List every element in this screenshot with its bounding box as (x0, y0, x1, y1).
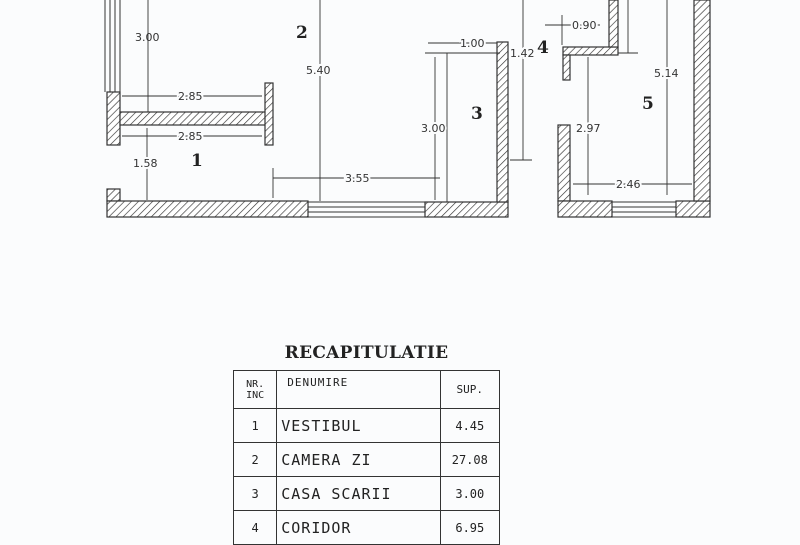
table-row: 1 VESTIBUL 4.45 (232, 408, 501, 443)
dimension-labels: 3.00 2.85 2.85 1.58 5.40 3.55 1.00 3.00 … (131, 17, 681, 193)
svg-text:1.00: 1.00 (460, 37, 485, 50)
room-labels: 1 2 3 4 5 (191, 23, 654, 171)
svg-text:3.00: 3.00 (135, 31, 160, 44)
svg-text:5.40: 5.40 (306, 64, 331, 77)
room-3-label: 3 (471, 104, 483, 124)
dimension-lines (122, 0, 692, 202)
svg-text:5.14: 5.14 (654, 67, 679, 80)
room-5-label: 5 (642, 94, 654, 114)
svg-text:2.85: 2.85 (178, 90, 203, 103)
header-name: DENUMIRE (276, 370, 441, 409)
room-4-label: 4 (537, 38, 549, 58)
table-row: 3 CASA SCARII 3.00 (232, 476, 501, 511)
svg-text:0.90: 0.90 (572, 19, 597, 32)
svg-text:1.58: 1.58 (133, 157, 158, 170)
svg-text:1.42: 1.42 (510, 47, 535, 60)
summary-table: NR.INC DENUMIRE SUP. 1 VESTIBUL 4.45 2 C… (232, 370, 501, 545)
svg-text:2.85: 2.85 (178, 130, 203, 143)
svg-text:2.46: 2.46 (616, 178, 641, 191)
table-row: 4 CORIDOR 6.95 (232, 510, 501, 545)
summary-title: RECAPITULATIE (284, 343, 449, 363)
header-nr: NR.INC (232, 370, 278, 409)
windows (104, 0, 676, 218)
table-header: NR.INC DENUMIRE SUP. (232, 370, 501, 409)
table-row: 2 CAMERA ZI 27.08 (232, 442, 501, 477)
room-1-label: 1 (191, 151, 203, 171)
svg-text:3.00: 3.00 (421, 122, 446, 135)
room-2-label: 2 (296, 23, 308, 43)
svg-text:3.55: 3.55 (345, 172, 370, 185)
walls (106, 0, 711, 218)
header-area: SUP. (439, 370, 501, 409)
floor-plan: 3.00 2.85 2.85 1.58 5.40 3.55 1.00 3.00 … (104, 0, 711, 218)
svg-text:2.97: 2.97 (576, 122, 601, 135)
